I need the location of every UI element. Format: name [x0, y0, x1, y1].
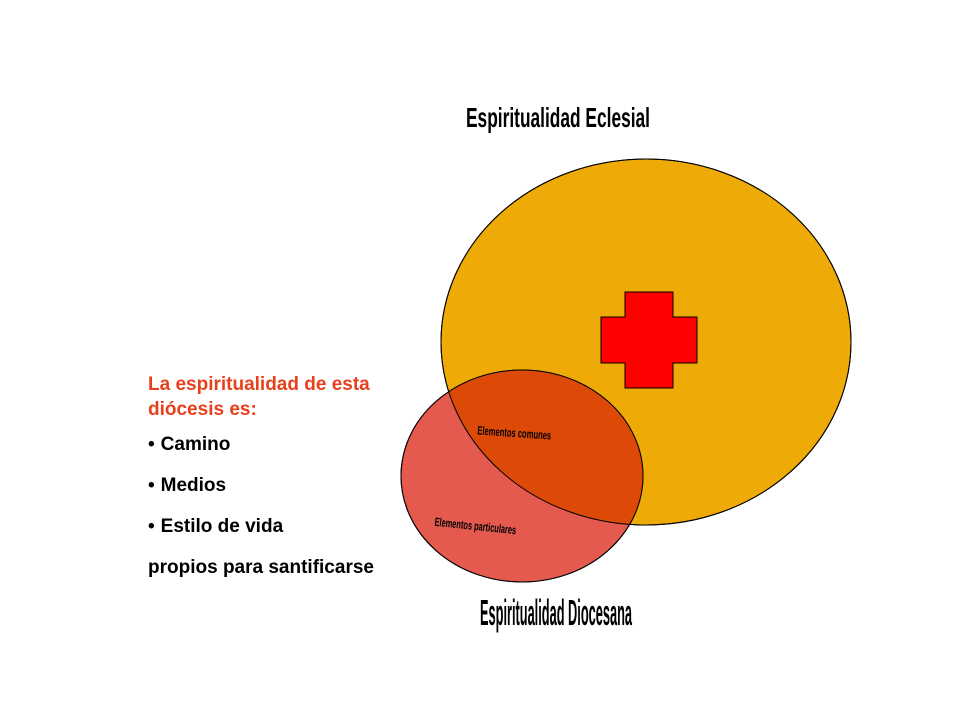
caption-lead: La espiritualidad de esta diócesis es: [148, 374, 370, 420]
title-diocesan: Espiritualidad Diocesana [480, 592, 632, 633]
bullet-icon: • [148, 516, 155, 537]
list-item: •Camino [148, 434, 448, 456]
bullet-icon: • [148, 475, 155, 496]
list-item-medios: Medios [160, 475, 227, 496]
list-item: •Medios [148, 475, 448, 497]
bullet-icon: • [148, 434, 155, 455]
diocesan-circle-outline [400, 369, 644, 583]
cross-icon [600, 291, 698, 389]
list-item-estilo: Estilo de vida [160, 516, 284, 537]
caption-list: •Camino •Medios •Estilo de vida [148, 434, 448, 538]
list-item: •Estilo de vida [148, 516, 448, 538]
caption-block: La espiritualidad de esta diócesis es: •… [148, 372, 448, 579]
ecclesial-circle-outline [440, 158, 852, 526]
title-ecclesial: Espiritualidad Eclesial [466, 102, 650, 133]
label-common-elements: Elementos comunes [477, 423, 552, 442]
caption-closing: propios para santificarse [148, 557, 374, 578]
list-item-camino: Camino [160, 434, 231, 455]
